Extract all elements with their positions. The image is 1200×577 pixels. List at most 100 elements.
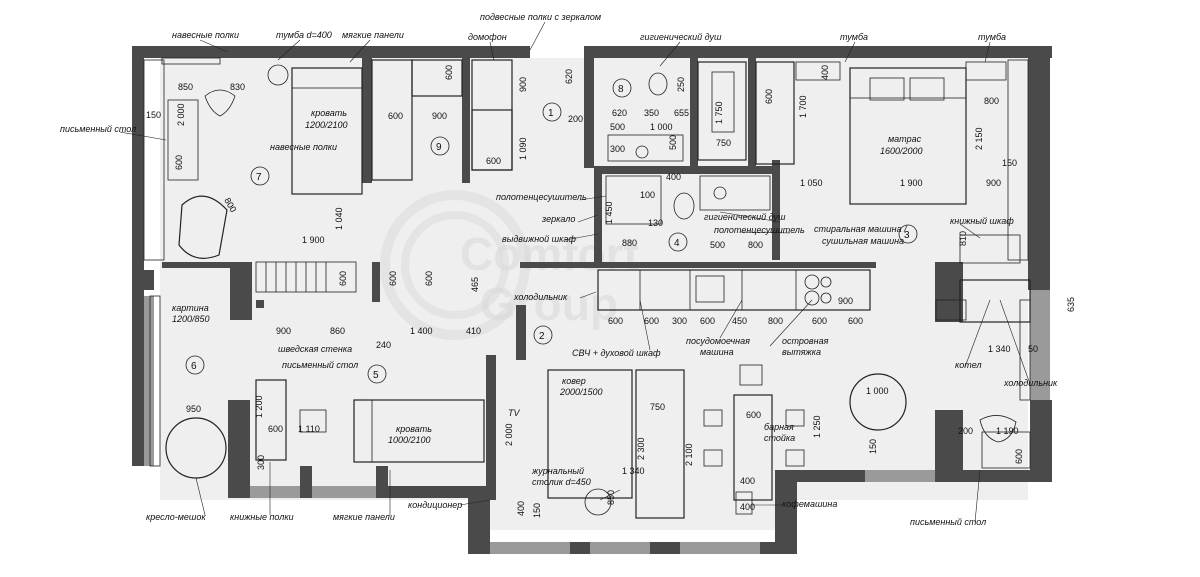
room-number-9: 9 <box>436 142 442 153</box>
label-nightstand-a: тумба <box>840 32 868 42</box>
label-bed-1200-l2: 1200/2100 <box>305 120 348 130</box>
dim-400b: 400 <box>820 65 830 80</box>
dim-400d: 400 <box>740 476 755 486</box>
dim-635: 635 <box>1066 297 1076 312</box>
dim-300c: 300 <box>256 455 266 470</box>
dim-900e: 900 <box>276 326 291 336</box>
dim-620b: 620 <box>612 108 627 118</box>
dim-1700: 1 700 <box>798 95 808 118</box>
dim-400c: 400 <box>516 501 526 516</box>
dim-1040: 1 040 <box>334 207 344 230</box>
dim-1750: 1 750 <box>714 101 724 124</box>
label-boiler: котел <box>955 360 982 370</box>
dim-1000b: 1 000 <box>866 386 889 396</box>
dim-1900b: 1 900 <box>900 178 923 188</box>
label-towel-dryer-mid: полотенцесушитель <box>714 225 805 235</box>
label-swedish-wall: шведская стенка <box>278 344 352 354</box>
label-painting-l2: 1200/850 <box>172 314 210 324</box>
exterior-walls <box>132 46 1052 554</box>
dim-800c: 800 <box>748 240 763 250</box>
label-coffee-table-l1: журнальный <box>531 466 584 476</box>
label-bed-1000-l2: 1000/2100 <box>388 435 431 445</box>
label-soft-panels-bottom: мягкие панели <box>333 512 395 522</box>
dim-1400: 1 400 <box>410 326 433 336</box>
dim-1450: 1 450 <box>604 201 614 224</box>
dim-500c: 500 <box>710 240 725 250</box>
dim-1200: 1 200 <box>254 395 264 418</box>
label-hood-l2: вытяжка <box>782 347 821 357</box>
dim-600b: 600 <box>338 271 348 286</box>
label-book-shelves: книжные полки <box>230 512 294 522</box>
room-number-8: 8 <box>618 84 624 95</box>
dim-600m: 600 <box>746 410 761 420</box>
kitchen-counter <box>597 269 1031 323</box>
label-tv: TV <box>508 408 520 418</box>
dim-350: 350 <box>644 108 659 118</box>
dim-600d: 600 <box>486 156 501 166</box>
room-9-furniture <box>371 59 513 181</box>
room-numbers: 1 2 3 4 5 6 7 8 9 <box>185 78 918 384</box>
room-number-3: 3 <box>904 230 910 241</box>
dim-1340b: 1 340 <box>622 466 645 476</box>
room-number-4: 4 <box>674 238 680 249</box>
label-shelves-mirror: подвесные полки с зеркалом <box>480 12 601 22</box>
dim-400a: 400 <box>666 172 681 182</box>
dim-2100: 2 100 <box>684 443 694 466</box>
annotation-labels: навесные полки тумба d=400 мягкие панели… <box>60 12 1058 527</box>
dim-800b: 800 <box>984 96 999 106</box>
dim-150b: 150 <box>1002 158 1017 168</box>
label-towel-dryer-left: полотенцесушитель <box>496 192 587 202</box>
label-fridge-right: холодильник <box>1003 378 1058 388</box>
label-carpet-l1: ковер <box>562 376 586 386</box>
label-nightstand-400: тумба d=400 <box>276 30 332 40</box>
dim-100: 100 <box>640 190 655 200</box>
dim-600e: 600 <box>764 89 774 104</box>
dim-600i: 600 <box>700 316 715 326</box>
dim-465: 465 <box>470 277 480 292</box>
dim-250a: 250 <box>676 77 686 92</box>
dim-200b: 200 <box>958 426 973 436</box>
dim-300b: 300 <box>672 316 687 326</box>
label-bar-l1: барная <box>764 422 794 432</box>
living-furniture <box>547 364 907 519</box>
dim-600f: 600 <box>388 271 398 286</box>
label-desk-left: письменный стол <box>60 124 136 134</box>
dim-150d: 150 <box>868 439 878 454</box>
windows <box>143 57 1031 467</box>
dim-150a: 150 <box>146 110 161 120</box>
label-washer-l2: сушильная машина <box>822 236 904 246</box>
dim-600n: 600 <box>1014 449 1024 464</box>
label-air-conditioner: кондиционер <box>408 500 462 510</box>
dim-900c: 900 <box>986 178 1001 188</box>
label-mirror: зеркало <box>541 214 575 224</box>
dim-1110: 1 110 <box>298 424 320 434</box>
label-microwave: СВЧ + духовой шкаф <box>572 348 661 358</box>
room-number-7: 7 <box>256 172 262 183</box>
dim-900a: 900 <box>432 111 447 121</box>
dim-400e: 400 <box>740 502 755 512</box>
bathroom-4 <box>605 175 771 225</box>
dim-600o: 600 <box>424 271 434 286</box>
dim-200a: 200 <box>568 114 583 124</box>
watermark-line1: Comfort <box>460 228 639 280</box>
label-coffee-table-l2: столик d=450 <box>532 477 591 487</box>
dim-410: 410 <box>466 326 481 336</box>
label-bean-bag: кресло-мешок <box>146 512 206 522</box>
dim-600-left: 600 <box>388 111 403 121</box>
label-intercom: домофон <box>468 32 507 42</box>
label-bed-1000-l1: кровать <box>396 424 432 434</box>
dim-240: 240 <box>376 340 391 350</box>
dim-850: 850 <box>178 82 193 92</box>
dim-600g: 600 <box>608 316 623 326</box>
dim-1340a: 1 340 <box>988 344 1011 354</box>
dim-1900a: 1 900 <box>302 235 325 245</box>
label-washer: стиральная машина / сушильная машина <box>814 224 908 246</box>
room-number-2: 2 <box>539 331 545 342</box>
room-number-5: 5 <box>373 370 379 381</box>
dim-1250: 1 250 <box>812 415 822 438</box>
label-washer-l1: стиральная машина / <box>814 224 908 234</box>
label-mattress-l2: 1600/2000 <box>880 146 923 156</box>
